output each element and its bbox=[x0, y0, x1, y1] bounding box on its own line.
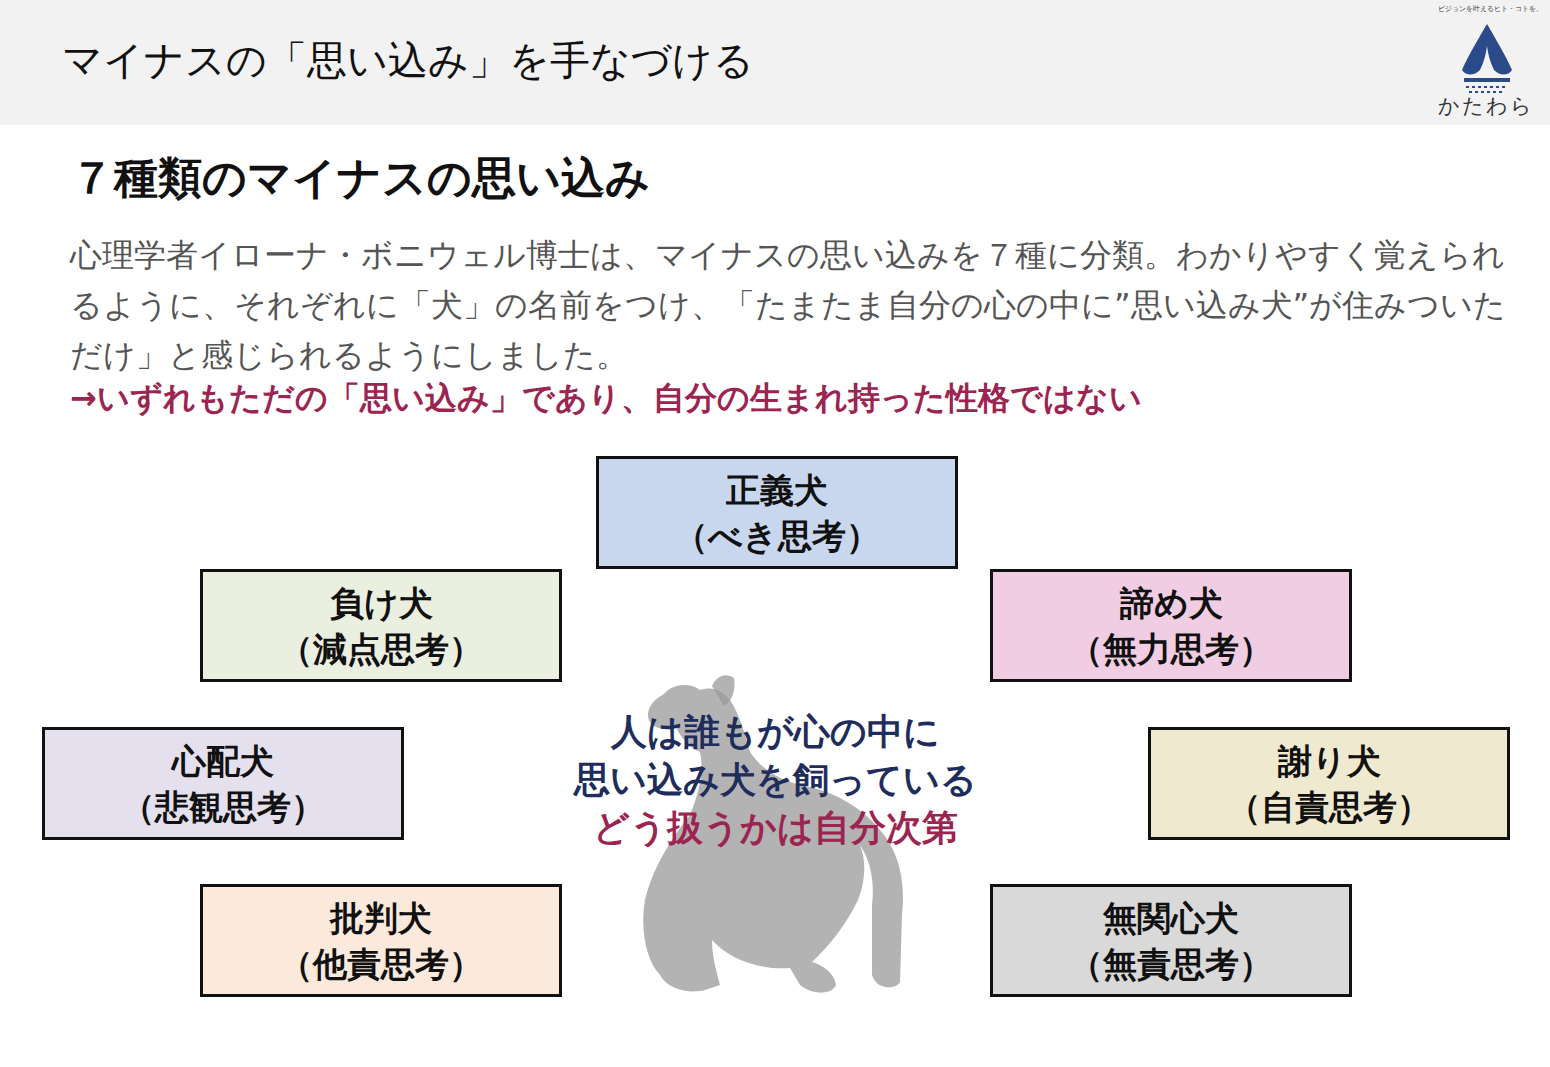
dog-name: 無関心犬 bbox=[1103, 895, 1239, 941]
center-message: どう扱うかは自分次第 bbox=[475, 804, 1075, 852]
dog-name: 心配犬 bbox=[172, 738, 274, 784]
dog-type-box: 批判犬（他責思考） bbox=[200, 884, 562, 997]
dog-name: 諦め犬 bbox=[1120, 580, 1223, 626]
dog-name: 謝り犬 bbox=[1278, 738, 1381, 784]
section-heading: ７種類のマイナスの思い込み bbox=[70, 148, 650, 208]
dog-type-box: 諦め犬（無力思考） bbox=[990, 569, 1352, 682]
emphasis-note: →いずれもただの「思い込み」であり、自分の生まれ持った性格ではない bbox=[70, 374, 1510, 422]
dog-name: 負け犬 bbox=[330, 580, 433, 626]
dog-type-box: 謝り犬（自責思考） bbox=[1148, 727, 1510, 840]
dog-name: 批判犬 bbox=[330, 895, 432, 941]
thinking-type: （減点思考） bbox=[279, 626, 483, 672]
center-message: 人は誰もが心の中に bbox=[475, 708, 1075, 756]
thinking-type: （悲観思考） bbox=[121, 784, 325, 830]
dog-type-box: 無関心犬（無責思考） bbox=[990, 884, 1352, 997]
dog-name: 正義犬 bbox=[726, 467, 828, 513]
logo-name: かたわら bbox=[1430, 92, 1542, 120]
center-message: 思い込み犬を飼っている bbox=[475, 756, 1075, 804]
thinking-type: （べき思考） bbox=[674, 513, 880, 559]
dog-type-box: 正義犬（べき思考） bbox=[596, 456, 958, 569]
slide-title: マイナスの「思い込み」を手なづける bbox=[62, 34, 754, 86]
thinking-type: （自責思考） bbox=[1227, 784, 1431, 830]
logo-icon bbox=[1458, 22, 1516, 94]
thinking-type: （他責思考） bbox=[279, 941, 483, 987]
thinking-type: （無力思考） bbox=[1069, 626, 1273, 672]
dog-type-box: 心配犬（悲観思考） bbox=[42, 727, 404, 840]
thinking-type: （無責思考） bbox=[1069, 941, 1273, 987]
logo-tagline: ビジョンを叶えるヒト・コトを。 bbox=[1438, 4, 1538, 14]
body-paragraph: 心理学者イローナ・ボニウェル博士は、マイナスの思い込みを７種に分類。わかりやすく… bbox=[70, 230, 1510, 380]
dog-type-box: 負け犬（減点思考） bbox=[200, 569, 562, 682]
